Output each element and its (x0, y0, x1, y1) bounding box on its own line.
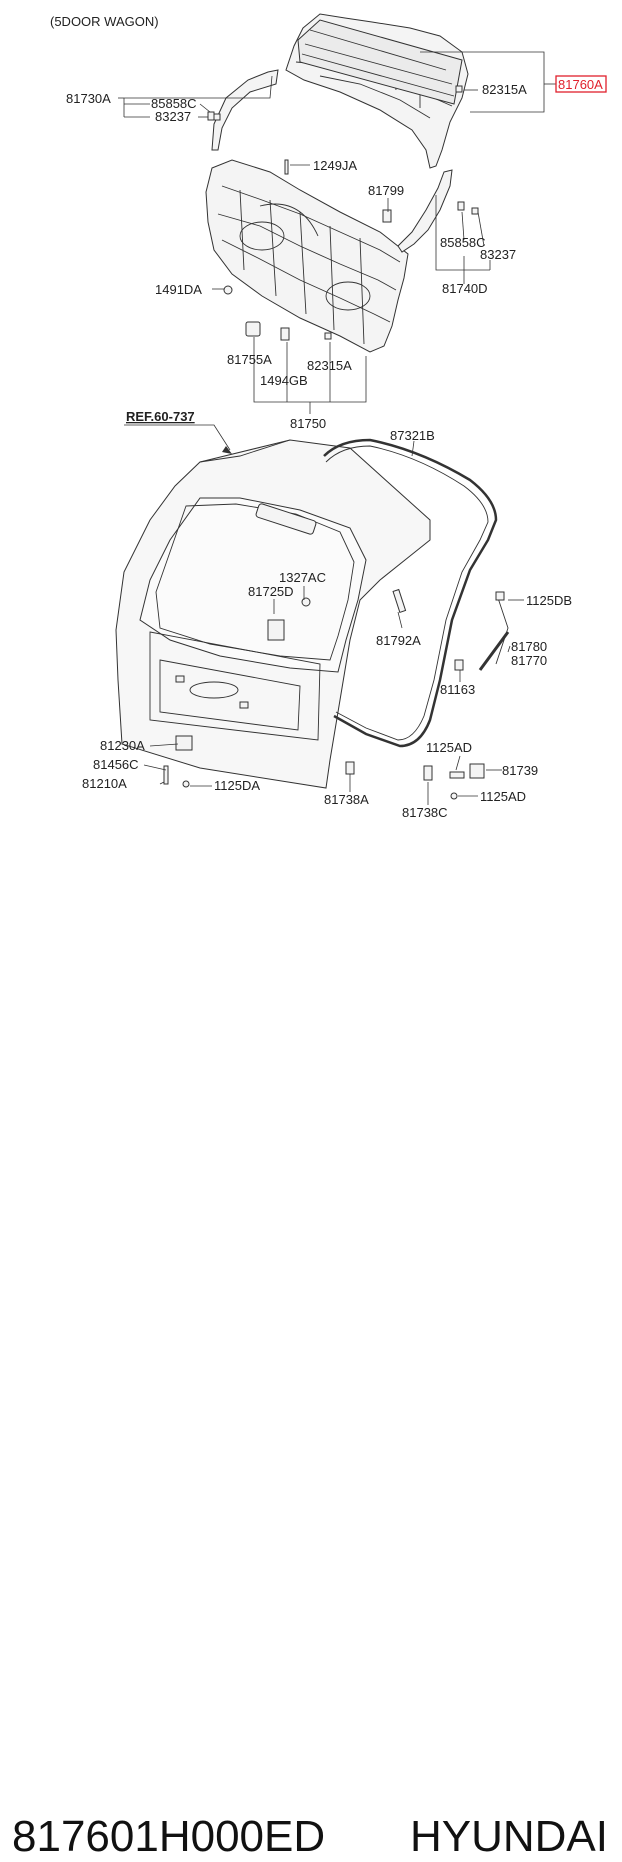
left-side-trim (211, 69, 279, 151)
caption-bar: 817601H000ED HYUNDAI (0, 900, 622, 1861)
callout-1494GB: 1494GB (260, 373, 308, 388)
callout-81799: 81799 (368, 183, 404, 198)
brand-name: HYUNDAI (409, 1812, 608, 1861)
weatherstrip (323, 438, 498, 748)
callout-83237-lower: 83237 (480, 247, 516, 262)
right-side-trim (397, 169, 453, 253)
ref-label: REF.60-737 (126, 409, 195, 424)
callout-1125AD-lower: 1125AD (480, 789, 526, 804)
callout-85858C-lower: 85858C (440, 235, 486, 250)
callout-81750: 81750 (290, 416, 326, 431)
callout-81738A: 81738A (324, 792, 369, 807)
parts-diagram: (5DOOR WAGON) 81730A 85858C 83237 82315A… (50, 13, 607, 820)
callout-1125DB: 1125DB (526, 593, 572, 608)
callout-81738C: 81738C (402, 805, 448, 820)
callout-81780: 81780 (511, 639, 547, 654)
gas-strut (478, 591, 510, 671)
callout-81730A: 81730A (66, 91, 111, 106)
callout-81230A: 81230A (100, 738, 145, 753)
callout-85858C-upper: 85858C (151, 96, 197, 111)
callout-81755A: 81755A (227, 352, 272, 367)
callout-81770: 81770 (511, 653, 547, 668)
callout-83237-upper: 83237 (155, 109, 191, 124)
lower-trim-panel (205, 159, 409, 353)
highlight-box (555, 75, 607, 93)
callout-1249JA: 1249JA (313, 158, 357, 173)
callout-81739: 81739 (502, 763, 538, 778)
leader-lines (118, 51, 556, 805)
callout-1125DA: 1125DA (214, 778, 260, 793)
tailgate-body (115, 439, 431, 789)
part-number: 817601H000ED (12, 1812, 326, 1861)
fasteners (207, 85, 479, 341)
upper-panel-mesh (297, 19, 463, 105)
callout-1327AC: 1327AC (279, 570, 326, 585)
callout-82315A-lower: 82315A (307, 358, 352, 373)
callout-1125AD-upper: 1125AD (426, 740, 472, 755)
misc-hardware (163, 588, 485, 800)
variant-label: (5DOOR WAGON) (50, 14, 159, 29)
callout-87321B: 87321B (390, 428, 435, 443)
callout-82315A-upper: 82315A (482, 82, 527, 97)
callout-81725D: 81725D (248, 584, 294, 599)
callout-81210A: 81210A (82, 776, 127, 791)
callout-1491DA: 1491DA (155, 282, 202, 297)
callout-labels: (5DOOR WAGON) 81730A 85858C 83237 82315A… (50, 14, 603, 820)
callout-81456C: 81456C (93, 757, 139, 772)
callout-81792A: 81792A (376, 633, 421, 648)
callout-81740D: 81740D (442, 281, 488, 296)
callout-81163: 81163 (440, 682, 475, 697)
callout-81760A: 81760A (558, 77, 603, 92)
